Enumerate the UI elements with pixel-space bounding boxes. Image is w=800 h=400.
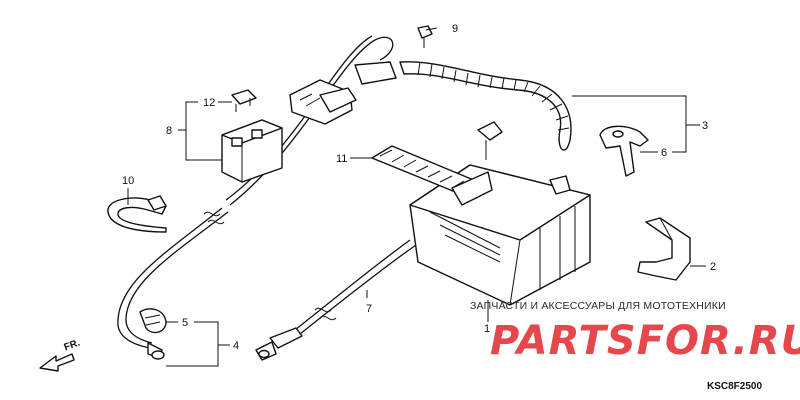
battery-band-11 — [371, 145, 493, 206]
relay-unit-8 — [221, 119, 283, 183]
ring-terminal-7 — [255, 327, 303, 361]
battery-cable-positive-7 — [294, 239, 411, 331]
callout-8: 8 — [166, 125, 172, 137]
callout-12: 12 — [203, 97, 215, 109]
cable-break-mark-7 — [314, 307, 337, 321]
harness-corrugated-tube — [399, 61, 572, 151]
leader-lines — [127, 27, 706, 367]
callout-7: 7 — [366, 303, 372, 315]
callout-5: 5 — [182, 317, 188, 329]
callout-4: 4 — [233, 340, 239, 352]
cable-break-mark — [203, 211, 225, 225]
battery-terminal-negative — [549, 175, 571, 195]
front-direction-arrow — [39, 353, 75, 372]
callout-6: 6 — [661, 147, 667, 159]
callout-1: 1 — [484, 323, 490, 335]
fuse-12 — [231, 89, 257, 112]
battery-cable-positive-7b — [299, 244, 417, 335]
callout-11: 11 — [336, 153, 347, 165]
callout-3: 3 — [702, 120, 708, 132]
callout-2: 2 — [710, 261, 716, 273]
battery-cable-negative-2 — [125, 211, 229, 344]
diagram-code: KSC8F2500 — [707, 381, 763, 392]
bolt-9 — [417, 25, 433, 48]
cable-band-10 — [107, 195, 167, 233]
watermark-logo: PARTSFOR.RU — [490, 318, 800, 364]
callout-9: 9 — [452, 23, 458, 35]
watermark-caption: ЗАПЧАСТИ И АКСЕССУАРЫ ДЛЯ МОТОТЕХНИКИ — [470, 300, 726, 312]
battery-cable-negative — [117, 207, 223, 349]
ring-terminal-4 — [147, 342, 165, 360]
harness-connector-block — [289, 61, 397, 125]
wire-harness-main — [229, 36, 394, 206]
corrugation-lines — [417, 61, 570, 131]
callout-10: 10 — [122, 175, 134, 187]
terminal-cover-5 — [139, 308, 167, 334]
battery-terminal-positive — [477, 121, 503, 160]
terminal-cover-6 — [599, 125, 649, 177]
bracket-2 — [637, 217, 691, 281]
